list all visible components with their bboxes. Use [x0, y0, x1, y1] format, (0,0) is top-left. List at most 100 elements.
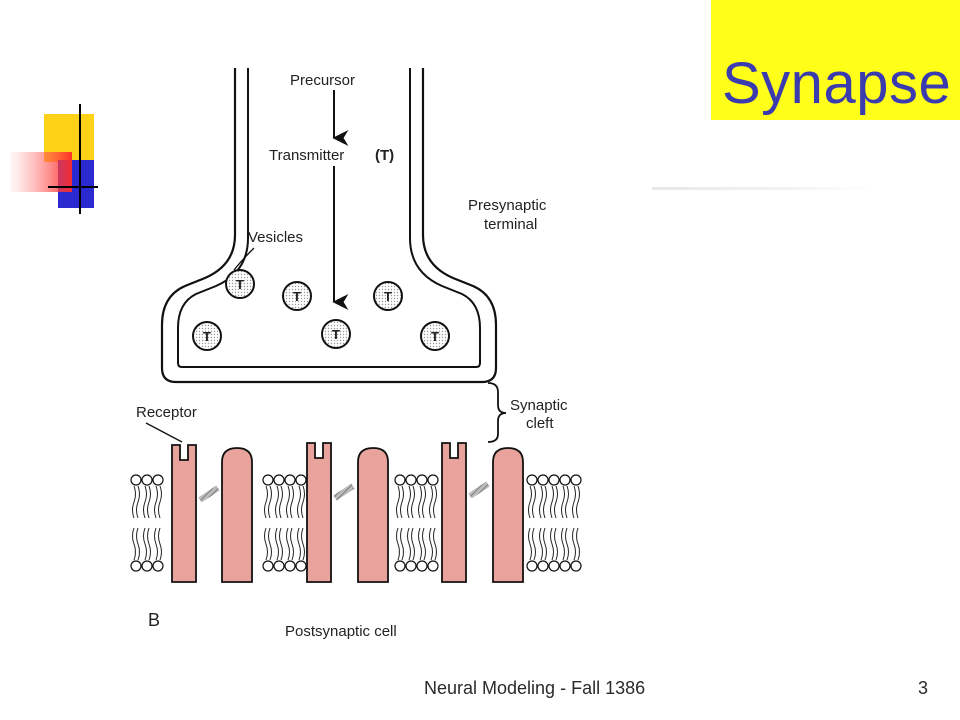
lipid-tail: [572, 485, 576, 519]
lipid-tail: [400, 527, 404, 561]
lipid-tail: [396, 485, 400, 519]
title-background: [711, 0, 960, 120]
precursor-label: Precursor: [290, 72, 355, 89]
vesicle: T: [282, 281, 312, 311]
lipid-head: [394, 560, 406, 572]
lipid-head: [141, 474, 153, 486]
lipid-tail: [279, 485, 283, 519]
lipid-tail: [158, 527, 162, 561]
lipid-tail: [543, 485, 547, 519]
lipid-tail: [154, 527, 158, 561]
vesicles-label: Vesicles: [248, 229, 303, 246]
title-underline: [652, 187, 872, 190]
lipid-tail: [290, 527, 294, 561]
presynaptic-membrane-inner: [177, 68, 481, 368]
lipid-tail: [301, 527, 305, 561]
lipid-head: [273, 560, 285, 572]
lipid-tail: [429, 527, 433, 561]
lipid-head: [537, 474, 549, 486]
lipid-tail: [539, 527, 543, 561]
lipid-tail: [297, 485, 301, 519]
lipid-tail: [286, 527, 290, 561]
vesicle: T: [420, 321, 450, 351]
footer-course-title: Neural Modeling - Fall 1386: [424, 678, 646, 698]
vesicle-label: T: [293, 289, 301, 304]
lipid-head: [130, 560, 142, 572]
lipid-head: [405, 474, 417, 486]
lipid-head: [262, 560, 274, 572]
vesicle: T: [373, 281, 403, 311]
lipid-head: [537, 560, 549, 572]
lipid-head: [141, 560, 153, 572]
lipid-tail: [407, 527, 411, 561]
lipid-tail: [264, 527, 268, 561]
lipid-head: [394, 474, 406, 486]
lipid-head: [284, 560, 296, 572]
lipid-head: [570, 474, 582, 486]
receptor-channel: [441, 442, 524, 583]
lipid-tail: [550, 527, 554, 561]
lipid-head: [526, 560, 538, 572]
vesicle-label: T: [332, 327, 340, 342]
lipid-tail: [286, 485, 290, 519]
lipid-tail: [422, 527, 426, 561]
postsynaptic-cell-label: Postsynaptic cell: [285, 623, 397, 640]
lipid-tail: [143, 485, 147, 519]
lipid-tail: [539, 485, 543, 519]
lipid-tail: [143, 527, 147, 561]
lipid-head: [559, 560, 571, 572]
lipid-tail: [528, 527, 532, 561]
lipid-head: [548, 560, 560, 572]
lipid-tail: [543, 527, 547, 561]
lipid-head: [526, 474, 538, 486]
receptor-leader-line: [145, 422, 183, 443]
lipid-tail: [396, 527, 400, 561]
lipid-tail: [297, 527, 301, 561]
lipid-tail: [561, 485, 565, 519]
lipid-tail: [301, 485, 305, 519]
receptor-channel: [306, 442, 389, 583]
lipid-tail: [275, 527, 279, 561]
lipid-tail: [147, 527, 151, 561]
lipid-tail: [433, 527, 437, 561]
lipid-tail: [572, 527, 576, 561]
lipid-tail: [418, 527, 422, 561]
lipid-tail: [154, 485, 158, 519]
lipid-tail: [429, 485, 433, 519]
presynaptic-membrane-outer: [160, 68, 498, 384]
slide-title: Synapse: [722, 51, 952, 116]
lipid-tail: [136, 527, 140, 561]
lipid-tail: [532, 527, 536, 561]
vesicle: T: [192, 321, 222, 351]
transmitter-symbol-label: (T): [375, 147, 394, 164]
lipid-head: [427, 560, 439, 572]
lipid-tail: [576, 527, 580, 561]
lipid-head: [416, 474, 428, 486]
lipid-head: [295, 560, 307, 572]
decorative-corner-graphic: [10, 104, 98, 214]
synaptic-cleft-label-line2: cleft: [526, 415, 554, 432]
page-number: 3: [918, 678, 929, 698]
lipid-tail: [290, 485, 294, 519]
lipid-head: [152, 560, 164, 572]
lipid-tail: [132, 527, 136, 561]
lipid-tail: [554, 485, 558, 519]
panel-letter-label: B: [148, 610, 160, 630]
lipid-head: [559, 474, 571, 486]
lipid-tail: [565, 485, 569, 519]
lipid-tail: [565, 527, 569, 561]
lipid-tail: [132, 485, 136, 519]
lipid-head: [262, 474, 274, 486]
vesicle-label: T: [384, 289, 392, 304]
vesicle-label: T: [203, 329, 211, 344]
lipid-head: [427, 474, 439, 486]
lipid-tail: [411, 485, 415, 519]
lipid-head: [416, 560, 428, 572]
deco-red-square: [10, 152, 72, 192]
lipid-tail: [561, 527, 565, 561]
synapse-diagram: Precursor Transmitter (T) Presynaptic te…: [130, 68, 582, 640]
receptor-channel: [171, 444, 253, 583]
transmitter-label: Transmitter: [269, 147, 344, 164]
lipid-tail: [554, 527, 558, 561]
lipid-tail: [528, 485, 532, 519]
